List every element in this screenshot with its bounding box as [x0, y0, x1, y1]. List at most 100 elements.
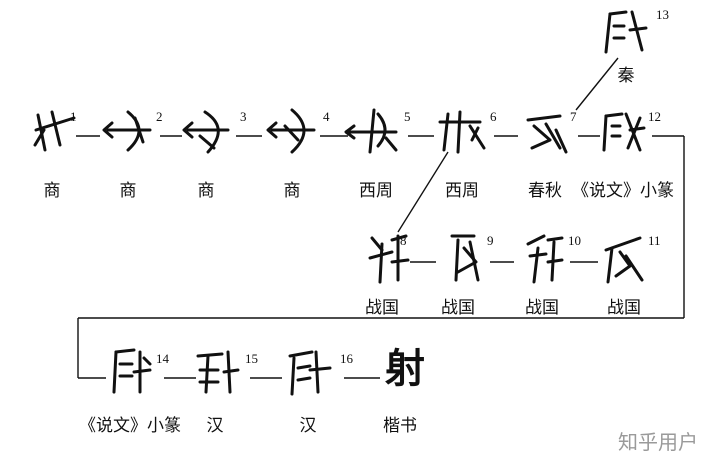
glyph-stroke-n8-6 [390, 258, 410, 264]
glyph-stroke-n15-2 [204, 354, 210, 394]
glyph-stroke-n13-5 [630, 10, 644, 52]
glyph-n12 [602, 112, 646, 152]
connector-lines [76, 57, 685, 379]
glyph-n9 [450, 234, 480, 282]
glyph-n2 [102, 110, 152, 152]
glyph-stroke-n9-4 [468, 240, 480, 282]
node-number-n1: 1 [70, 109, 77, 124]
glyph-stroke-n7-4 [554, 128, 568, 154]
glyph-n1 [33, 110, 76, 152]
node-number-n8: 8 [400, 233, 407, 248]
era-label-n10: 战国 [525, 298, 559, 318]
glyph-stroke-n11-2 [606, 246, 614, 284]
watermark: 知乎用户 [618, 430, 698, 454]
glyph-stroke-n3-3 [203, 110, 220, 154]
glyph-stroke-n10-6 [546, 258, 564, 264]
glyph-stroke-n14-1 [114, 348, 136, 354]
glyph-stroke-n10-4 [546, 236, 564, 242]
glyph-n8 [368, 234, 410, 284]
glyph-stroke-n14-7 [142, 356, 152, 366]
glyph-stroke-n5-5 [384, 136, 398, 152]
glyph-stroke-n10-3 [532, 246, 540, 284]
glyph-stroke-n6-2 [442, 112, 450, 152]
glyph-stroke-n10-1 [526, 234, 546, 246]
node-number-n12: 12 [648, 109, 661, 124]
node-number-n5: 5 [404, 109, 411, 124]
glyph-stroke-n11-3 [614, 250, 632, 278]
era-label-n16: 汉 [299, 416, 317, 436]
glyph-n13 [604, 10, 648, 54]
glyph-n14 [112, 348, 152, 394]
glyph-stroke-n5-4 [376, 112, 387, 148]
glyph-stroke-n16-4 [296, 376, 312, 382]
glyph-stroke-n16-3 [296, 364, 312, 370]
glyph-stroke-n5-2 [344, 124, 356, 140]
glyph-stroke-n14-6 [132, 368, 152, 374]
glyph-n5 [344, 108, 398, 154]
glyph-n17: 射 [385, 345, 425, 392]
glyph-stroke-n5-3 [368, 108, 376, 154]
glyph-stroke-n1-4 [33, 128, 46, 147]
era-label-n2: 商 [119, 181, 137, 201]
glyph-n7 [526, 114, 568, 154]
glyph-n10 [526, 234, 564, 284]
glyph-stroke-n12-1 [604, 112, 624, 118]
glyph-stroke-n4-4 [283, 124, 300, 142]
node-number-n13: 13 [656, 7, 669, 22]
connector-line-8 [575, 57, 619, 111]
glyph-n16 [288, 350, 332, 396]
node-number-n16: 16 [340, 351, 353, 366]
glyph-stroke-n2-2 [102, 121, 114, 139]
glyph-stroke-n3-2 [182, 121, 194, 139]
era-label-n9: 战国 [441, 298, 475, 318]
era-label-n5: 西周 [359, 181, 393, 201]
node-number-n2: 2 [156, 109, 163, 124]
node-number-n9: 9 [487, 233, 494, 248]
node-number-n6: 6 [490, 109, 497, 124]
era-label-n14: 《说文》小篆 [79, 416, 181, 436]
era-label-n7: 春秋 [528, 181, 562, 201]
glyph-stroke-n16-5 [314, 350, 320, 394]
glyph-stroke-n15-1 [196, 352, 224, 358]
glyph-stroke-n7-1 [526, 114, 562, 122]
node-number-n4: 4 [323, 109, 330, 124]
glyph-stroke-n14-2 [112, 350, 118, 394]
node-number-n14: 14 [156, 351, 169, 366]
glyph-stroke-n13-1 [608, 10, 628, 16]
glyph-stroke-n6-3 [456, 110, 462, 154]
ancient-glyph-sketches [33, 10, 648, 396]
era-label-n11: 战国 [607, 298, 641, 318]
glyph-stroke-n6-5 [470, 126, 480, 142]
era-label-n4: 商 [283, 181, 301, 201]
glyph-n3 [182, 110, 230, 154]
glyph-stroke-n9-3 [456, 246, 478, 274]
glyph-stroke-n16-1 [288, 350, 314, 358]
glyph-n15 [196, 350, 240, 394]
glyph-stroke-n2-4 [133, 116, 145, 144]
glyph-stroke-n13-6 [628, 26, 648, 32]
era-label-n6: 西周 [445, 181, 479, 201]
glyph-stroke-n4-2 [266, 121, 278, 139]
node-number-n3: 3 [240, 109, 247, 124]
era-label-n1: 商 [43, 181, 61, 201]
glyph-stroke-n12-7 [626, 116, 642, 150]
node-number-n7: 7 [570, 109, 577, 124]
glyph-stroke-n7-2 [530, 124, 552, 150]
era-label-n13: 秦 [617, 66, 635, 86]
glyph-stroke-n8-3 [378, 242, 384, 284]
era-label-n8: 战国 [365, 298, 399, 318]
glyph-stroke-n4-3 [290, 108, 306, 154]
era-label-n3: 商 [197, 181, 215, 201]
glyph-stroke-n7-3 [544, 122, 562, 150]
glyph-n6 [438, 110, 486, 154]
era-label-n15: 汉 [206, 416, 224, 436]
node-number-n15: 15 [245, 351, 258, 366]
glyph-n4 [266, 108, 316, 154]
connector-line-9 [397, 151, 449, 233]
glyph-stroke-n13-2 [604, 12, 612, 54]
node-number-n10: 10 [568, 233, 581, 248]
glyph-stroke-n16-6 [308, 366, 332, 372]
era-label-n17: 楷书 [383, 416, 417, 436]
glyph-stroke-n12-2 [602, 114, 608, 152]
